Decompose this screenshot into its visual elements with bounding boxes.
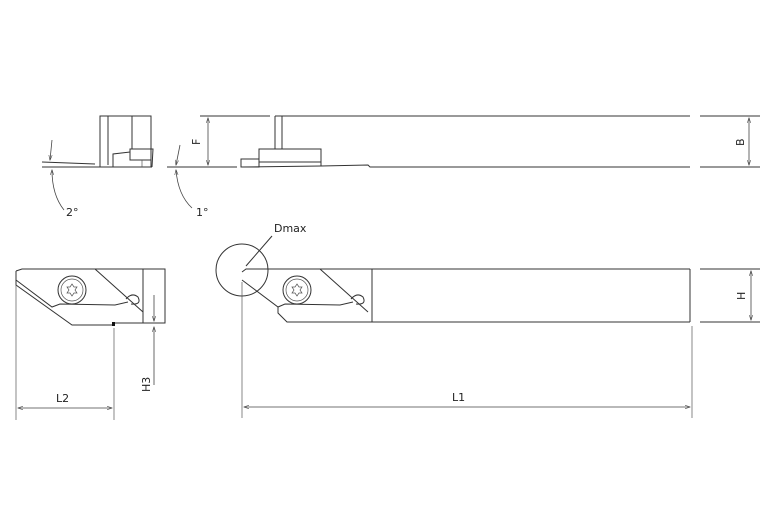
dim-L2-label: L2 xyxy=(56,392,69,405)
dim-H-label: H xyxy=(735,292,748,300)
head-detail-view: L2 H3 xyxy=(15,268,166,420)
top-view: Dmax L1 H xyxy=(215,222,760,418)
angle-2deg-label: 2° xyxy=(66,206,79,219)
side-view: F B 1° xyxy=(167,115,760,219)
end-view: 2° xyxy=(41,115,154,219)
dim-F-label: F xyxy=(190,139,203,145)
dim-Dmax-label: Dmax xyxy=(274,222,307,235)
angle-1deg-label: 1° xyxy=(196,206,209,219)
dim-H3-label: H3 xyxy=(140,377,153,392)
dim-L1-label: L1 xyxy=(452,391,465,404)
dim-B-label: B xyxy=(734,138,747,146)
